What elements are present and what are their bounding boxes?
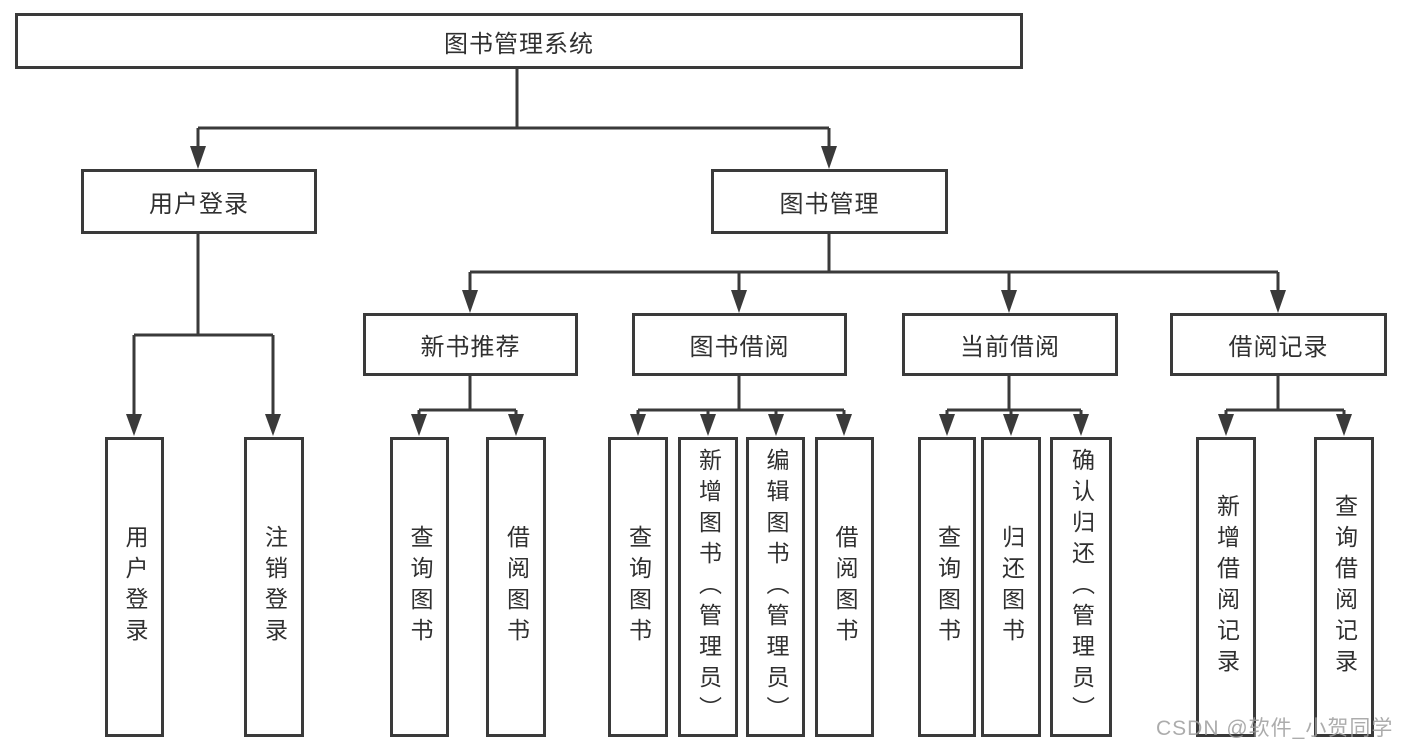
leaf-query-borrow-record-label: 查询借阅记录 xyxy=(1331,494,1358,680)
leaf-borrow-query-books: 查询图书 xyxy=(608,437,668,737)
leaf-return-books-label: 归还图书 xyxy=(998,525,1025,649)
leaf-confirm-return-admin: 确认归还（管理员） xyxy=(1050,437,1112,737)
leaf-borrow-query-books-label: 查询图书 xyxy=(625,525,652,649)
leaf-add-borrow-record: 新增借阅记录 xyxy=(1196,437,1256,737)
leaf-logout: 注销登录 xyxy=(244,437,304,737)
leaf-user-login-label: 用户登录 xyxy=(122,525,148,649)
leaf-add-books-admin: 新增图书（管理员） xyxy=(678,437,738,737)
node-user-login: 用户登录 xyxy=(81,169,317,234)
node-new-book-recommend: 新书推荐 xyxy=(363,313,578,376)
leaf-return-books: 归还图书 xyxy=(981,437,1041,737)
leaf-confirm-return-admin-label: 确认归还（管理员） xyxy=(1068,447,1095,727)
node-new-book-recommend-label: 新书推荐 xyxy=(420,334,521,361)
leaf-recommend-query-books: 查询图书 xyxy=(390,437,449,737)
node-book-borrow-label: 图书借阅 xyxy=(689,334,790,361)
csdn-watermark: CSDN @软件_小贺同学 xyxy=(1156,717,1394,740)
node-borrow-records: 借阅记录 xyxy=(1170,313,1387,376)
leaf-logout-label: 注销登录 xyxy=(261,525,288,649)
leaf-recommend-borrow-books-label: 借阅图书 xyxy=(503,525,530,649)
leaf-edit-books-admin: 编辑图书（管理员） xyxy=(746,437,805,737)
node-root-label: 图书管理系统 xyxy=(444,30,594,58)
leaf-add-books-admin-label: 新增图书（管理员） xyxy=(695,447,722,727)
node-book-management-label: 图书管理 xyxy=(779,191,880,218)
node-borrow-records-label: 借阅记录 xyxy=(1228,334,1329,361)
node-book-management: 图书管理 xyxy=(711,169,948,234)
node-current-borrow: 当前借阅 xyxy=(902,313,1118,376)
node-book-borrow: 图书借阅 xyxy=(632,313,847,376)
leaf-recommend-query-books-label: 查询图书 xyxy=(407,525,433,649)
node-user-login-label: 用户登录 xyxy=(149,191,249,218)
leaf-current-query-books: 查询图书 xyxy=(918,437,976,737)
leaf-current-query-books-label: 查询图书 xyxy=(934,525,961,649)
node-root: 图书管理系统 xyxy=(15,13,1023,69)
leaf-query-borrow-record: 查询借阅记录 xyxy=(1314,437,1374,737)
leaf-borrow-books-label: 借阅图书 xyxy=(832,525,858,649)
leaf-borrow-books: 借阅图书 xyxy=(815,437,874,737)
node-current-borrow-label: 当前借阅 xyxy=(960,334,1060,361)
leaf-recommend-borrow-books: 借阅图书 xyxy=(486,437,546,737)
leaf-edit-books-admin-label: 编辑图书（管理员） xyxy=(763,447,789,727)
leaf-user-login: 用户登录 xyxy=(105,437,164,737)
leaf-add-borrow-record-label: 新增借阅记录 xyxy=(1213,494,1240,680)
